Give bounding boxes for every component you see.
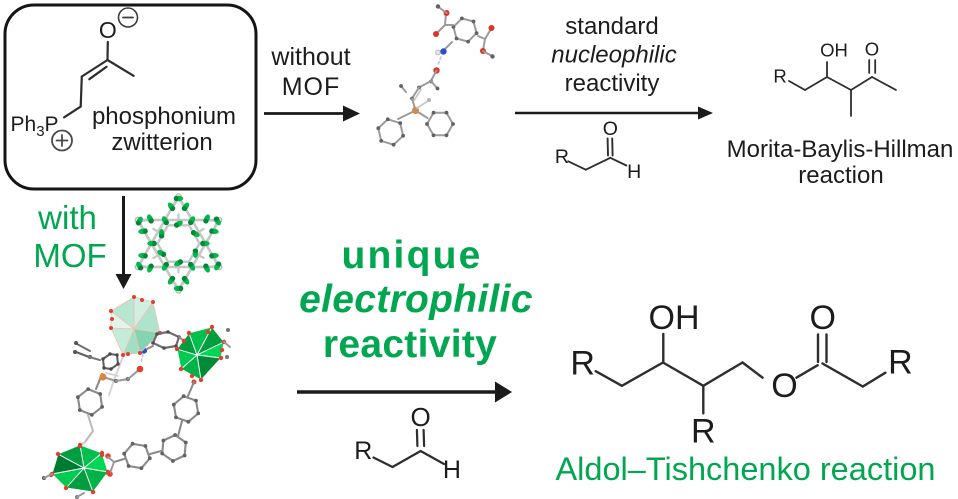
svg-text:phosphonium: phosphonium bbox=[92, 103, 236, 130]
svg-text:R: R bbox=[570, 345, 595, 383]
svg-text:H: H bbox=[443, 456, 461, 484]
svg-text:unique: unique bbox=[341, 234, 482, 277]
svg-text:O: O bbox=[809, 299, 835, 337]
svg-text:reactivity: reactivity bbox=[565, 70, 660, 97]
svg-text:nucleophilic: nucleophilic bbox=[551, 42, 676, 69]
svg-text:OH: OH bbox=[820, 40, 848, 61]
svg-text:MOF: MOF bbox=[33, 237, 106, 274]
svg-text:R: R bbox=[773, 66, 786, 87]
svg-text:O: O bbox=[603, 118, 618, 140]
svg-text:R: R bbox=[691, 413, 716, 451]
svg-text:without: without bbox=[270, 43, 350, 71]
svg-text:Ph3P: Ph3P bbox=[11, 113, 59, 140]
svg-text:standard: standard bbox=[565, 13, 658, 40]
svg-text:reactivity: reactivity bbox=[323, 323, 497, 366]
svg-text:reaction: reaction bbox=[798, 162, 883, 189]
svg-text:R: R bbox=[354, 437, 372, 465]
svg-text:zwitterion: zwitterion bbox=[111, 129, 212, 156]
svg-text:Morita-Baylis-Hillman: Morita-Baylis-Hillman bbox=[727, 136, 954, 163]
svg-text:H: H bbox=[627, 161, 641, 183]
svg-text:OH: OH bbox=[649, 299, 700, 337]
svg-text:O: O bbox=[410, 402, 430, 432]
svg-text:R: R bbox=[888, 344, 913, 382]
svg-text:O: O bbox=[865, 39, 879, 60]
svg-text:O: O bbox=[99, 17, 117, 43]
svg-text:with: with bbox=[37, 199, 97, 236]
svg-text:O: O bbox=[771, 367, 797, 405]
svg-text:R: R bbox=[555, 146, 569, 168]
svg-text:Aldol–Tishchenko reaction: Aldol–Tishchenko reaction bbox=[556, 451, 936, 487]
svg-text:MOF: MOF bbox=[282, 73, 341, 101]
svg-text:electrophilic: electrophilic bbox=[299, 278, 533, 321]
